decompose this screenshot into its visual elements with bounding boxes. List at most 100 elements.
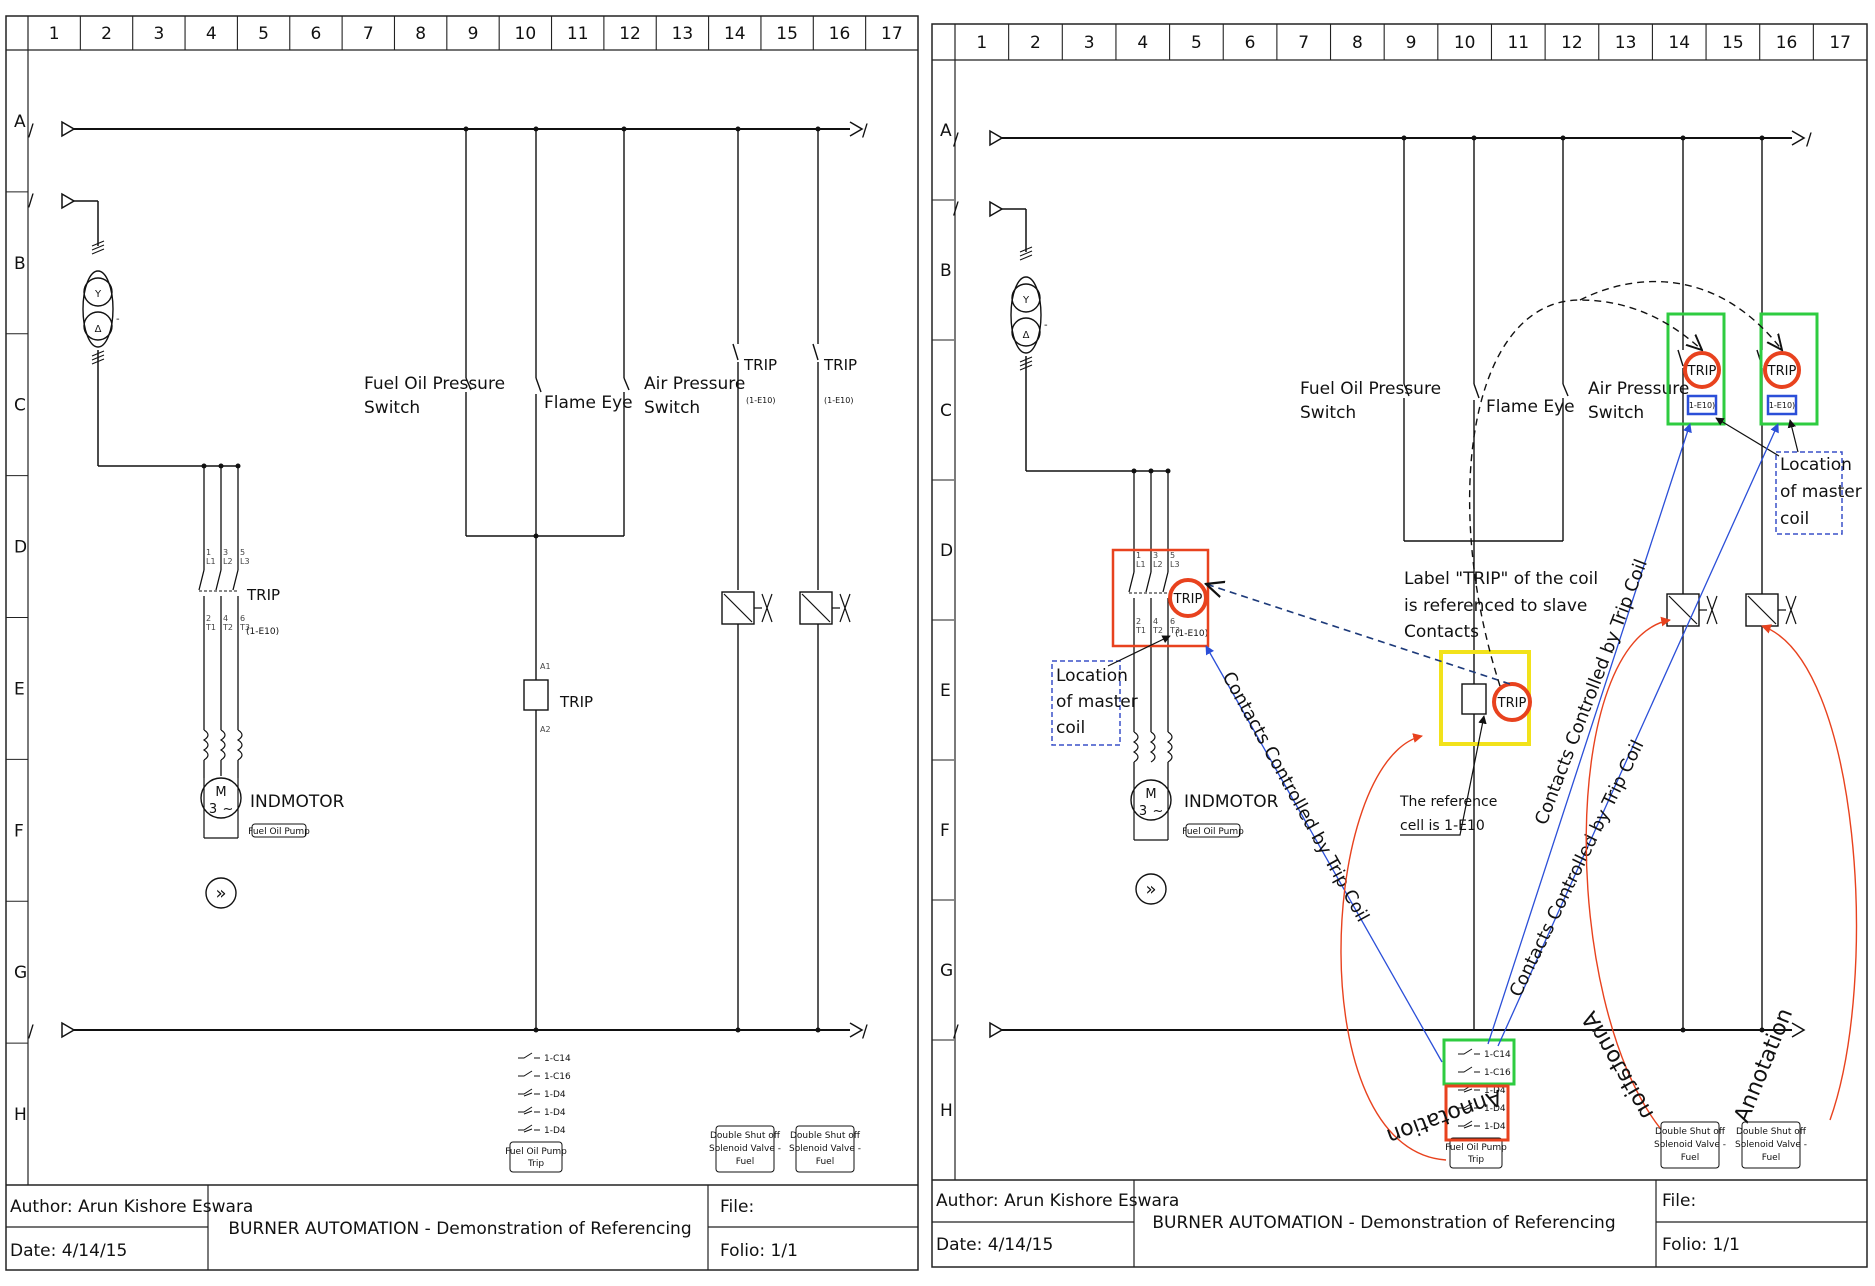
author-text: Author: Arun Kishore Eswara [10, 1197, 253, 1217]
contactor-poles: 1 L1 3 L2 5 L3 2 T1 4 T2 6 T3 [198, 466, 250, 730]
column-label: 6 [1245, 33, 1256, 53]
svg-text:Fuel: Fuel [1762, 1153, 1780, 1163]
contact-list-green-box [1442, 1038, 1516, 1086]
row-label: G [940, 961, 953, 981]
column-label: 11 [567, 24, 589, 44]
column-label: 16 [1776, 33, 1798, 53]
svg-text:of master: of master [1056, 692, 1138, 712]
row-label: E [14, 679, 25, 699]
svg-text:Δ: Δ [95, 324, 102, 335]
svg-text:3: 3 [209, 802, 217, 817]
svg-text:3: 3 [1153, 551, 1158, 560]
date-text: Date: 4/14/15 [10, 1241, 127, 1261]
column-label: 17 [881, 24, 903, 44]
pump-icon [205, 877, 237, 909]
trip-coil [523, 679, 549, 711]
svg-text:L3: L3 [240, 557, 250, 566]
motor-icon: M 3 ~ [200, 777, 242, 839]
svg-text:Solenoid Valve -: Solenoid Valve - [1654, 1140, 1726, 1150]
svg-text:2: 2 [1136, 617, 1141, 626]
title-block-right: Author: Arun Kishore Eswara Date: 4/14/1… [932, 1180, 1867, 1267]
svg-text:4: 4 [1153, 617, 1158, 626]
svg-text:Fuel Oil Pressure: Fuel Oil Pressure [1300, 379, 1441, 399]
svg-text:/: / [862, 121, 868, 141]
svg-text:Solenoid Valve -: Solenoid Valve - [709, 1144, 781, 1154]
contactor-trip-label: TRIP [246, 586, 280, 604]
svg-text:cell is 1-E10: cell is 1-E10 [1400, 818, 1485, 834]
column-label: 17 [1829, 33, 1851, 53]
svg-text:Switch: Switch [644, 398, 700, 418]
column-label: 11 [1507, 33, 1529, 53]
location-master-box-right [1775, 451, 1843, 535]
svg-text:/: / [28, 191, 34, 211]
contact-ref: 1-C16 [544, 1072, 571, 1082]
column-label: 9 [1406, 33, 1417, 53]
column-label: 10 [515, 24, 537, 44]
svg-text:1-E10): 1-E10) [1689, 401, 1715, 410]
svg-text:Annotation: Annotation [1577, 1007, 1659, 1124]
column-label: 5 [258, 24, 269, 44]
contact-list-red-box [1444, 1084, 1510, 1142]
row-label: H [14, 1105, 27, 1125]
svg-text:Annotation: Annotation [1730, 1005, 1798, 1126]
svg-text:coil: coil [1056, 718, 1085, 738]
column-label: 7 [1298, 33, 1309, 53]
column-label: 8 [1352, 33, 1363, 53]
row-label: A [940, 121, 952, 141]
row-label: D [14, 538, 27, 558]
svg-text:L2: L2 [223, 557, 233, 566]
svg-text:Fuel Oil Pump: Fuel Oil Pump [1182, 827, 1244, 837]
bus-g: / / [28, 1021, 868, 1042]
contact-ref: 1-C14 [544, 1054, 571, 1064]
svg-text:(1-E10): (1-E10) [746, 396, 775, 405]
column-label: 5 [1191, 33, 1202, 53]
svg-text:Flame Eye: Flame Eye [1486, 397, 1575, 417]
row-label: B [940, 261, 952, 281]
svg-text:Switch: Switch [1588, 403, 1644, 423]
svg-text:The reference: The reference [1399, 794, 1497, 810]
svg-text:/: / [28, 121, 34, 141]
motor-feed-right: / Y Δ - 1 L1 3 L2 [953, 199, 1279, 905]
annotation-overlay: TRIP TRIP TRIP 1-E10) TRIP 1-E10) Locati… [1051, 280, 1862, 1161]
svg-text:Switch: Switch [364, 398, 420, 418]
svg-text:is referenced to slave: is referenced to slave [1404, 596, 1587, 616]
svg-text:(1-E10): (1-E10) [824, 396, 853, 405]
svg-text:INDMOTOR: INDMOTOR [1184, 792, 1279, 812]
svg-text:TRIP: TRIP [1497, 696, 1527, 711]
svg-text:Date: 4/14/15: Date: 4/14/15 [936, 1235, 1053, 1255]
trip-contacts: TRIP (1-E10) TRIP (1-E10) [721, 129, 857, 1033]
switch-group: Fuel Oil Pressure Switch Flame Eye Air P… [364, 129, 745, 1033]
svg-text:TRIP: TRIP [823, 356, 857, 374]
column-label: 14 [724, 24, 746, 44]
row-label: A [14, 112, 26, 132]
svg-text:L1: L1 [206, 557, 216, 566]
column-label: 15 [776, 24, 798, 44]
svg-text:T3: T3 [239, 623, 250, 632]
column-label: 4 [206, 24, 217, 44]
contact-ref: 1-D4 [544, 1126, 566, 1136]
svg-text:TRIP: TRIP [743, 356, 777, 374]
svg-text:1-E10): 1-E10) [1769, 401, 1795, 410]
contact-ref: 1-C14 [1484, 1050, 1511, 1060]
svg-text:of master: of master [1780, 482, 1862, 502]
svg-text:»: » [1145, 879, 1156, 900]
svg-text:Fuel Oil Pump: Fuel Oil Pump [505, 1147, 567, 1157]
svg-text:Double Shut off: Double Shut off [710, 1131, 781, 1141]
svg-text:2: 2 [206, 614, 211, 623]
svg-text:Y: Y [1022, 295, 1030, 306]
svg-text:L3: L3 [1170, 560, 1180, 569]
drawing-title: BURNER AUTOMATION - Demonstration of Ref… [228, 1219, 691, 1239]
title-block: Author: Arun Kishore Eswara Date: 4/14/1… [6, 1185, 918, 1270]
svg-text:TRIP: TRIP [1767, 364, 1797, 379]
svg-text:/: / [862, 1022, 868, 1042]
svg-text:Location: Location [1780, 455, 1852, 475]
svg-text:L1: L1 [1136, 560, 1146, 569]
column-label: 9 [468, 24, 479, 44]
svg-text:Folio: 1/1: Folio: 1/1 [1662, 1235, 1740, 1255]
column-label: 8 [415, 24, 426, 44]
svg-text:Fuel Oil Pressure: Fuel Oil Pressure [364, 374, 505, 394]
row-label: C [940, 401, 952, 421]
